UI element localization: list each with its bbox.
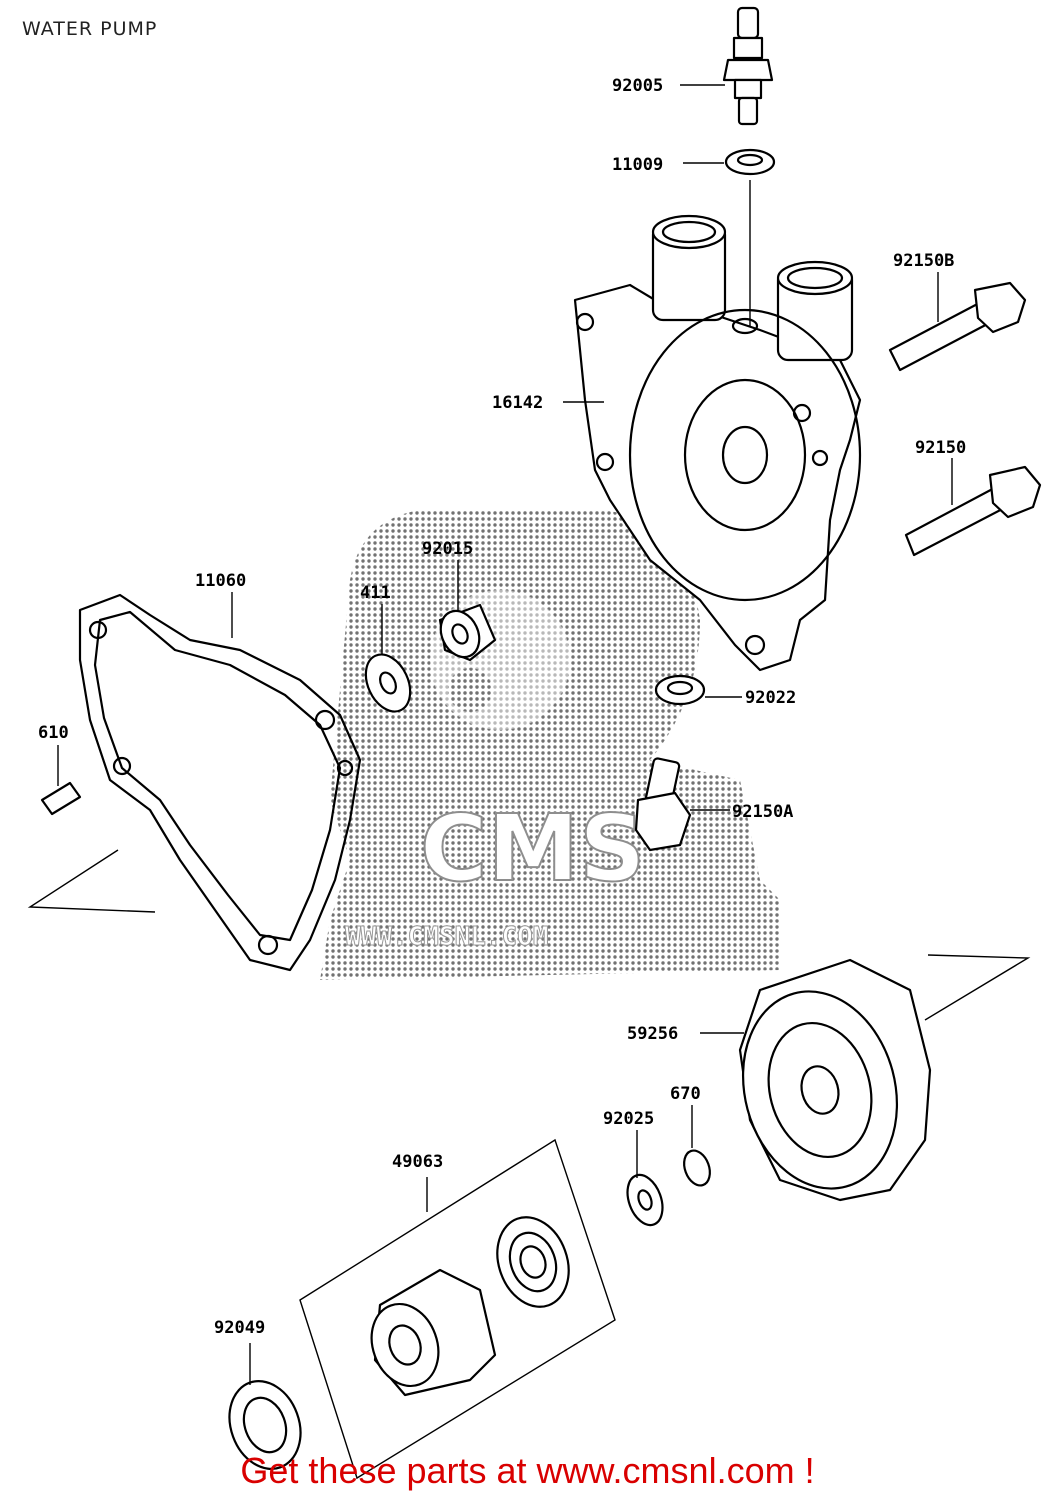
part-670-o-ring[interactable] [680,1105,715,1189]
label-92150A: 92150A [732,802,793,822]
label-11009: 11009 [612,155,663,175]
part-16142-pump-cover[interactable] [563,214,862,672]
watermark-url: WWW.CMSNL.COM [345,922,549,952]
label-92025: 92025 [603,1109,654,1129]
watermark-brand: CMS [420,795,645,902]
label-16142: 16142 [492,393,543,413]
label-59256: 59256 [627,1024,678,1044]
part-92049-oil-seal[interactable] [218,1343,313,1479]
label-49063: 49063 [392,1152,443,1172]
part-92150A-bolt[interactable] [634,757,730,852]
label-92005: 92005 [612,76,663,96]
label-670: 670 [670,1084,701,1104]
part-92150B-bolt[interactable] [888,272,1027,372]
watermark-logo: CMS WWW.CMSNL.COM [320,510,780,980]
label-411: 411 [360,583,391,603]
part-92150-bolt[interactable] [904,458,1042,557]
part-49063-seal-kit[interactable] [299,1138,616,1480]
part-610-dowel-pin[interactable] [40,745,82,816]
part-411-washer[interactable] [357,604,419,719]
part-92015-nut[interactable] [434,560,497,663]
label-11060: 11060 [195,571,246,591]
label-92015: 92015 [422,539,473,559]
label-92150B: 92150B [893,251,954,271]
part-92025-washer[interactable] [621,1130,669,1230]
promo-link[interactable]: Get these parts at www.cmsnl.com ! [240,1450,815,1491]
label-92022: 92022 [745,688,796,708]
label-92049: 92049 [214,1318,265,1338]
part-92022-washer[interactable] [654,674,742,706]
part-59256-impeller[interactable] [700,958,932,1206]
part-11009-washer[interactable] [683,148,776,176]
label-92150: 92150 [915,438,966,458]
part-92005-nipple[interactable] [680,6,774,126]
page-title: WATER PUMP [22,18,158,40]
label-610: 610 [38,723,69,743]
part-11060-gasket[interactable] [78,592,362,972]
